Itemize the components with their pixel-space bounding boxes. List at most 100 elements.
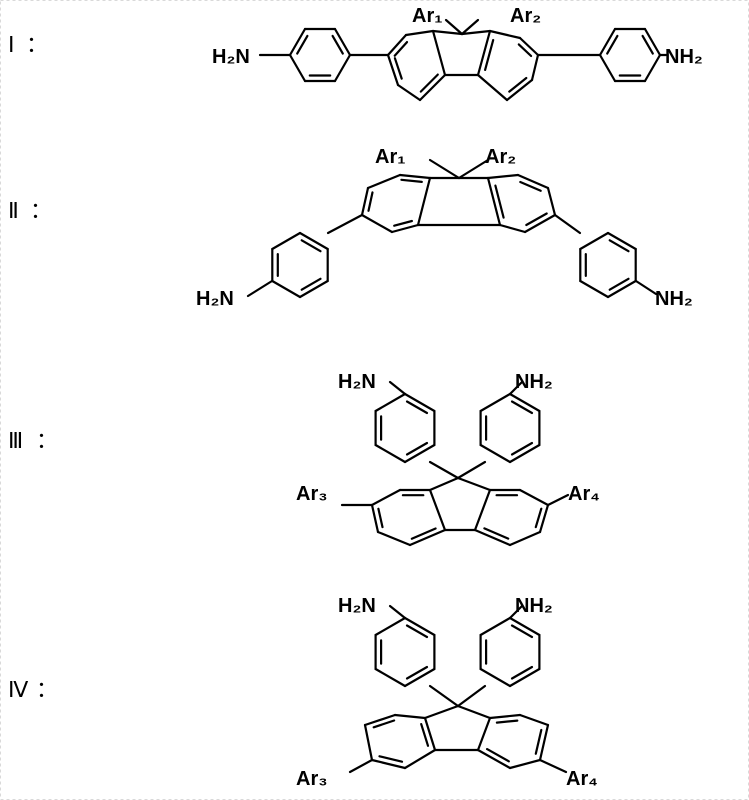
ring-bond: [486, 173, 520, 180]
ring-bond: [523, 213, 557, 234]
structure-2-ar2: Ar₂: [485, 146, 516, 168]
ring-double-bond: [300, 277, 322, 291]
ring-bond: [508, 530, 542, 547]
ring-bond: [370, 503, 380, 534]
ring-bond: [508, 758, 542, 770]
panel-2-numeral: Ⅱ: [8, 198, 19, 223]
spiro-bond: [428, 684, 460, 708]
structure-1-amine-left: H₂N: [212, 46, 250, 68]
ring-double-bond: [410, 527, 437, 540]
ring-bond: [473, 528, 512, 547]
ring-double-bond: [300, 239, 322, 253]
ar-bond: [457, 158, 490, 180]
ring-bond: [374, 392, 407, 413]
ring-bond: [538, 723, 550, 762]
ring-double-bond: [377, 507, 384, 529]
panel-3-numeral: Ⅲ: [8, 428, 23, 453]
ring-double-bond: [483, 527, 510, 540]
ring-double-bond: [641, 34, 654, 55]
ring-bond: [518, 488, 550, 507]
ring-double-bond: [420, 722, 430, 747]
ring-bond: [390, 223, 420, 234]
ring-bond: [333, 53, 352, 83]
ar-bond: [546, 493, 570, 507]
ring-double-bond: [484, 38, 495, 72]
ring-bond: [579, 231, 610, 251]
ring-bond: [505, 78, 534, 102]
five-ring-bond: [423, 704, 460, 720]
five-ring-bond: [456, 704, 492, 720]
ring-bond: [408, 528, 447, 547]
ring-bond: [508, 667, 541, 688]
ring-double-bond: [393, 219, 413, 227]
ring-bond: [418, 73, 447, 102]
ring-bond: [360, 213, 394, 234]
ring-double-bond: [510, 665, 534, 680]
structure-2: H₂N NH₂ Ar₁ Ar₂: [196, 146, 693, 310]
ring-bond: [398, 173, 432, 180]
structure-1-ar2: Ar₂: [510, 5, 541, 27]
ring-double-bond: [510, 400, 534, 415]
ring-double-bond: [296, 34, 309, 55]
ring-bond: [530, 53, 540, 82]
ring-bond: [643, 53, 662, 83]
ring-bond: [363, 723, 374, 762]
ring-bond: [476, 716, 492, 752]
ring-bond: [486, 176, 502, 227]
ring-bond: [428, 488, 447, 532]
panel-3-separator: ：: [36, 428, 58, 453]
ring-bond: [288, 27, 307, 57]
ring-bond: [271, 279, 302, 299]
ring-double-bond: [517, 43, 533, 58]
ring-bond: [479, 616, 512, 637]
ring-double-bond: [393, 57, 403, 80]
ring-bond: [508, 616, 541, 637]
five-ring-bond: [456, 476, 492, 492]
ring-double-bond: [367, 191, 374, 212]
amine-bond: [388, 380, 407, 396]
ring-bond: [516, 173, 550, 190]
ring-bond: [288, 53, 307, 83]
ring-double-bond: [405, 441, 429, 456]
ring-bond: [376, 530, 412, 547]
ring-bond: [643, 27, 662, 57]
ring-bond: [416, 176, 432, 227]
ring-double-bond: [419, 73, 439, 93]
ring-bond: [476, 748, 512, 770]
ar-bond: [460, 18, 480, 36]
ring-bond: [598, 27, 617, 57]
ring-bond: [363, 713, 397, 727]
ring-bond: [403, 748, 437, 770]
ring-bond: [488, 713, 522, 720]
structure-3-amine-left: H₂N: [338, 371, 376, 393]
ar-bond: [538, 758, 568, 774]
structure-1: H₂N NH₂ Ar₁ Ar₂: [212, 5, 703, 102]
ring-bond: [403, 667, 436, 688]
ring-bond: [479, 667, 512, 688]
structure-4-ar4: Ar₄: [566, 768, 598, 790]
biaryl-bond: [553, 213, 582, 235]
ring-bond: [403, 392, 436, 413]
ring-bond: [374, 667, 407, 688]
ring-bond: [479, 392, 512, 413]
ring-bond: [476, 29, 492, 77]
structure-2-bonds: [246, 158, 658, 299]
ring-double-bond: [606, 34, 619, 55]
ring-double-bond: [486, 747, 510, 763]
ring-double-bond: [495, 719, 519, 724]
ring-double-bond: [519, 180, 542, 192]
ring-double-bond: [608, 239, 630, 253]
ring-bond: [518, 713, 550, 727]
ring-bond: [370, 488, 402, 507]
ring-bond: [370, 758, 407, 770]
ring-bond: [374, 443, 407, 464]
ring-bond: [431, 29, 447, 77]
ring-bond: [508, 392, 541, 413]
ring-bond: [386, 53, 400, 87]
ring-bond: [546, 186, 557, 217]
amine-bond: [634, 279, 658, 296]
five-ring-bond: [431, 29, 464, 36]
structure-3: H₂N NH₂ Ar₃ Ar₄: [296, 371, 600, 547]
